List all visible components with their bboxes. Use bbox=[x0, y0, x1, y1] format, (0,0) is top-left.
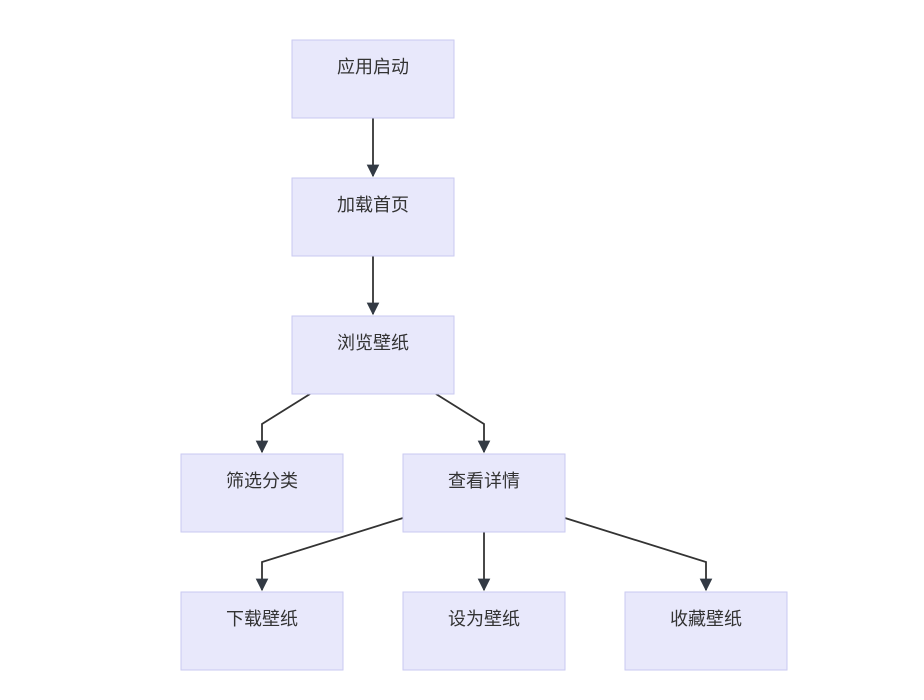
node-browse-label: 浏览壁纸 bbox=[337, 333, 409, 354]
node-set: 设为壁纸 bbox=[402, 591, 566, 671]
node-detail: 查看详情 bbox=[402, 453, 566, 533]
edges bbox=[255, 118, 713, 592]
edge-browse-to-detail bbox=[435, 393, 491, 454]
node-start: 应用启动 bbox=[291, 39, 455, 119]
edge-detail-to-favorite bbox=[564, 517, 713, 592]
node-start-label: 应用启动 bbox=[337, 57, 409, 78]
node-favorite: 收藏壁纸 bbox=[624, 591, 788, 671]
node-filter: 筛选分类 bbox=[180, 453, 344, 533]
node-favorite-label: 收藏壁纸 bbox=[670, 609, 742, 630]
node-download: 下载壁纸 bbox=[180, 591, 344, 671]
node-home: 加载首页 bbox=[291, 177, 455, 257]
edge-browse-to-filter bbox=[255, 393, 311, 454]
edge-detail-to-download bbox=[255, 517, 404, 592]
node-set-label: 设为壁纸 bbox=[448, 609, 520, 630]
node-browse: 浏览壁纸 bbox=[291, 315, 455, 395]
node-home-label: 加载首页 bbox=[337, 195, 409, 216]
node-download-label: 下载壁纸 bbox=[226, 609, 298, 630]
node-filter-label: 筛选分类 bbox=[226, 471, 298, 492]
node-detail-label: 查看详情 bbox=[448, 471, 520, 492]
